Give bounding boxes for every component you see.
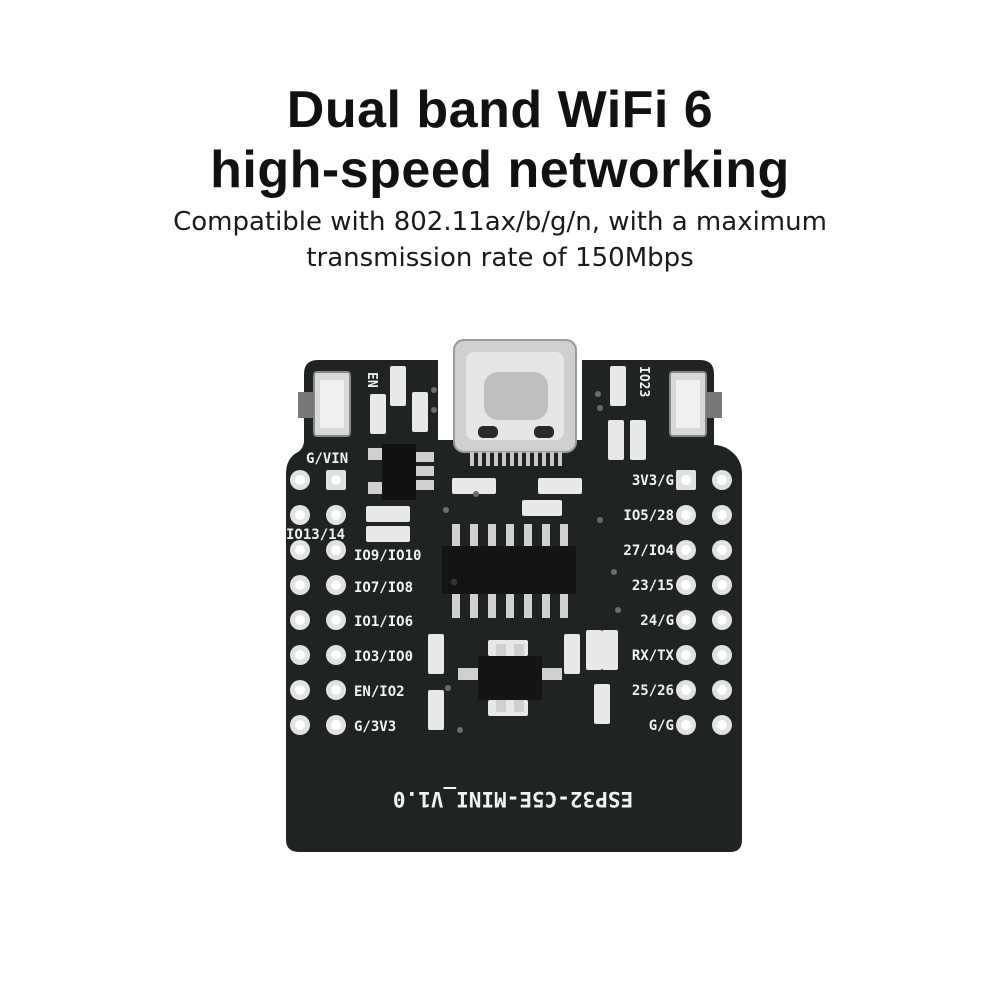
headline-line-2: high-speed networking <box>210 141 790 199</box>
io23-button-icon <box>669 371 722 437</box>
pin-pad-left-inner-5-hole <box>331 650 341 660</box>
pin-pad-right-outer-0-hole <box>717 475 727 485</box>
pin-pad-left-outer-1-hole <box>295 510 305 520</box>
pin-pad-right-inner-1-hole <box>681 510 691 520</box>
pin-pad-left-inner-3-hole <box>331 580 341 590</box>
pin-pad-left-outer-3-hole <box>295 580 305 590</box>
usb-serial-chip-icon <box>442 524 576 618</box>
subtitle-line-2: transmission rate of 150Mbps <box>306 243 694 273</box>
pin-label-right-7: G/G <box>649 718 674 734</box>
pin-pad-right-outer-7-hole <box>717 720 727 730</box>
pin-pad-left-inner-7-hole <box>331 720 341 730</box>
pin-pad-right-outer-6-hole <box>717 685 727 695</box>
small-ic-icon <box>458 644 562 712</box>
pin-label-left-4: IO1/IO6 <box>354 614 413 630</box>
pin-pad-right-outer-5-hole <box>717 650 727 660</box>
pin-pad-left-inner-4-hole <box>331 615 341 625</box>
pin-label-right-5: RX/TX <box>632 648 675 664</box>
pin-label-left-3: IO7/IO8 <box>354 580 413 596</box>
board-name-silkscreen: ESP32-C5E-MINI_V1.0 <box>393 787 633 811</box>
pin-label-left-1: IO13/14 <box>286 527 345 543</box>
pin-pad-left-outer-5-hole <box>295 650 305 660</box>
headline-line-1: Dual band WiFi 6 <box>286 81 714 139</box>
en-button-icon <box>298 371 351 437</box>
pin-pad-left-outer-7-hole <box>295 720 305 730</box>
button-label-en: EN <box>364 372 379 388</box>
pin-pad-right-inner-2-hole <box>681 545 691 555</box>
pin-pad-left-outer-0-hole <box>295 475 305 485</box>
pcb-vias <box>431 387 621 733</box>
pin-pad-left-inner-0-hole <box>331 475 341 485</box>
pin-label-left-5: IO3/IO0 <box>354 649 413 665</box>
header-pins <box>290 470 732 735</box>
pin-pad-left-inner-6-hole <box>331 685 341 695</box>
voltage-regulator-icon <box>368 444 434 500</box>
pin-label-right-1: IO5/28 <box>623 508 674 524</box>
pin-pad-left-inner-1-hole <box>331 510 341 520</box>
pin-pad-left-outer-4-hole <box>295 615 305 625</box>
pin-pad-right-outer-3-hole <box>717 580 727 590</box>
usb-c-port-icon <box>453 339 577 453</box>
pin-pad-right-inner-7-hole <box>681 720 691 730</box>
pin-label-left-7: G/3V3 <box>354 719 396 735</box>
pin-label-left-0: G/VIN <box>306 451 348 467</box>
pin-label-left-6: EN/IO2 <box>354 684 405 700</box>
smd-components <box>366 366 646 730</box>
pin-pad-right-inner-5-hole <box>681 650 691 660</box>
pin-pad-right-inner-0-hole <box>681 475 691 485</box>
button-label-io23: IO23 <box>636 366 651 397</box>
pin-label-right-6: 25/26 <box>632 683 674 699</box>
pin-pad-right-inner-4-hole <box>681 615 691 625</box>
pin-pad-right-outer-4-hole <box>717 615 727 625</box>
usb-pins <box>470 452 562 466</box>
pin-pad-right-outer-2-hole <box>717 545 727 555</box>
pin-label-right-2: 27/IO4 <box>623 543 674 559</box>
pin-label-left-2: IO9/IO10 <box>354 548 421 564</box>
pin-pad-left-outer-2-hole <box>295 545 305 555</box>
pin-label-right-0: 3V3/G <box>632 473 674 489</box>
pin-pad-right-inner-3-hole <box>681 580 691 590</box>
pin-label-right-4: 24/G <box>640 613 674 629</box>
pin-pad-right-inner-6-hole <box>681 685 691 695</box>
pin-pad-left-inner-2-hole <box>331 545 341 555</box>
pin-pad-right-outer-1-hole <box>717 510 727 520</box>
pin-pad-left-outer-6-hole <box>295 685 305 695</box>
pin-label-right-3: 23/15 <box>632 578 674 594</box>
subtitle-line-1: Compatible with 802.11ax/b/g/n, with a m… <box>173 207 827 237</box>
